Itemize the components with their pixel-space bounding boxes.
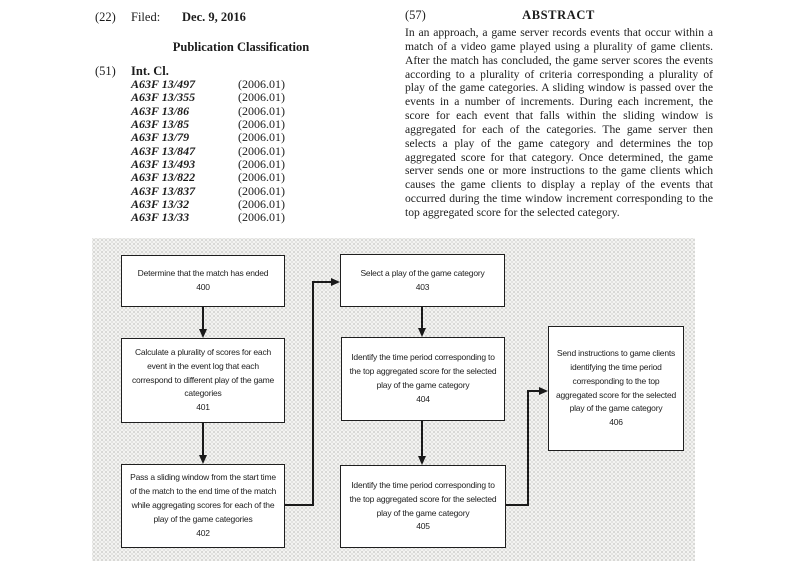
abstract-text: In an approach, a game server records ev…: [405, 26, 713, 219]
field-22-value: Dec. 9, 2016: [182, 10, 246, 24]
classification-code: A63F 13/497: [131, 77, 196, 91]
flowchart-box-406-text: Send instructions to game clients identi…: [555, 347, 677, 414]
flowchart-box-404: Identify the time period corresponding t…: [341, 337, 505, 421]
classification-row: A63F 13/33 (2006.01): [131, 210, 341, 225]
classification-code: A63F 13/822: [131, 170, 196, 185]
publication-classification-title: Publication Classification: [172, 40, 310, 54]
flowchart-box-402-text: Pass a sliding window from the start tim…: [129, 472, 277, 524]
classification-row: A63F 13/837 (2006.01): [131, 183, 341, 198]
flowchart-box-405-text: Identify the time period corresponding t…: [349, 479, 497, 518]
classification-code: A63F 13/847: [131, 143, 196, 158]
field-22-number: (22): [95, 10, 116, 24]
flowchart-box-400-number: 400: [196, 282, 210, 292]
flowchart-box-402: Pass a sliding window from the start tim…: [121, 464, 285, 548]
classification-version: (2006.01): [238, 197, 285, 212]
flowchart-box-403: Select a play of the game category 403: [340, 254, 505, 307]
classification-row: A63F 13/32 (2006.01): [131, 197, 341, 212]
flowchart-box-403-text: Select a play of the game category: [360, 267, 485, 278]
classification-version: (2006.01): [238, 157, 285, 172]
flowchart-box-405: Identify the time period corresponding t…: [340, 465, 506, 548]
flowchart-box-401-number: 401: [196, 402, 210, 413]
flowchart-box-401-text: Calculate a plurality of scores for each…: [131, 346, 275, 399]
classification-row: A63F 13/79 (2006.01): [131, 130, 341, 145]
field-51-number: (51): [95, 64, 116, 78]
flowchart-figure: Determine that the match has ended 400 C…: [92, 238, 695, 561]
classification-version: (2006.01): [238, 170, 285, 185]
classification-version: (2006.01): [238, 210, 285, 225]
classification-row: A63F 13/822 (2006.01): [131, 170, 341, 185]
classification-version: (2006.01): [238, 130, 285, 145]
flowchart-box-400: Determine that the match has ended 400: [121, 255, 285, 307]
classification-row: A63F 13/355 (2006.01): [131, 90, 341, 105]
classification-version: (2006.01): [238, 183, 285, 198]
classification-version: (2006.01): [238, 90, 285, 105]
classification-row: A63F 13/86 (2006.01): [131, 103, 341, 118]
classification-row: A63F 13/847 (2006.01): [131, 143, 341, 158]
flowchart-box-406-number: 406: [609, 417, 623, 428]
classification-version: (2006.01): [238, 77, 285, 91]
flowchart-arrows: [199, 278, 548, 506]
classification-row: A63F 13/493 (2006.01): [131, 157, 341, 172]
classification-row: A63F 13/85 (2006.01): [131, 117, 341, 132]
classification-version: (2006.01): [238, 117, 285, 132]
flowchart-box-404-text: Identify the time period corresponding t…: [349, 352, 497, 390]
classification-row: A63F 13/497 (2006.01): [131, 77, 341, 91]
flowchart-box-400-text: Determine that the match has ended: [137, 268, 269, 279]
classification-code: A63F 13/33: [131, 210, 190, 225]
field-51-label: Int. Cl.: [131, 64, 169, 78]
field-22-label: Filed:: [131, 10, 161, 24]
classification-list: A63F 13/497 (2006.01) A63F 13/355 (2006.01…: [131, 77, 341, 225]
classification-code: A63F 13/79: [131, 130, 190, 145]
flowchart-box-404-number: 404: [416, 393, 430, 404]
flowchart-box-401: Calculate a plurality of scores for each…: [121, 338, 285, 423]
flowchart-box-405-number: 405: [416, 521, 430, 532]
classification-code: A63F 13/85: [131, 117, 190, 132]
abstract-title: ABSTRACT: [522, 8, 595, 22]
classification-code: A63F 13/32: [131, 197, 190, 212]
flowchart-box-406: Send instructions to game clients identi…: [548, 326, 684, 451]
flowchart-box-402-number: 402: [196, 527, 210, 538]
field-57-number: (57): [405, 8, 426, 22]
classification-code: A63F 13/837: [131, 183, 196, 198]
classification-code: A63F 13/355: [131, 90, 196, 105]
classification-version: (2006.01): [238, 143, 285, 158]
classification-code: A63F 13/493: [131, 157, 196, 172]
classification-code: A63F 13/86: [131, 103, 190, 118]
classification-version: (2006.01): [238, 103, 285, 118]
flowchart-box-403-number: 403: [415, 281, 430, 292]
